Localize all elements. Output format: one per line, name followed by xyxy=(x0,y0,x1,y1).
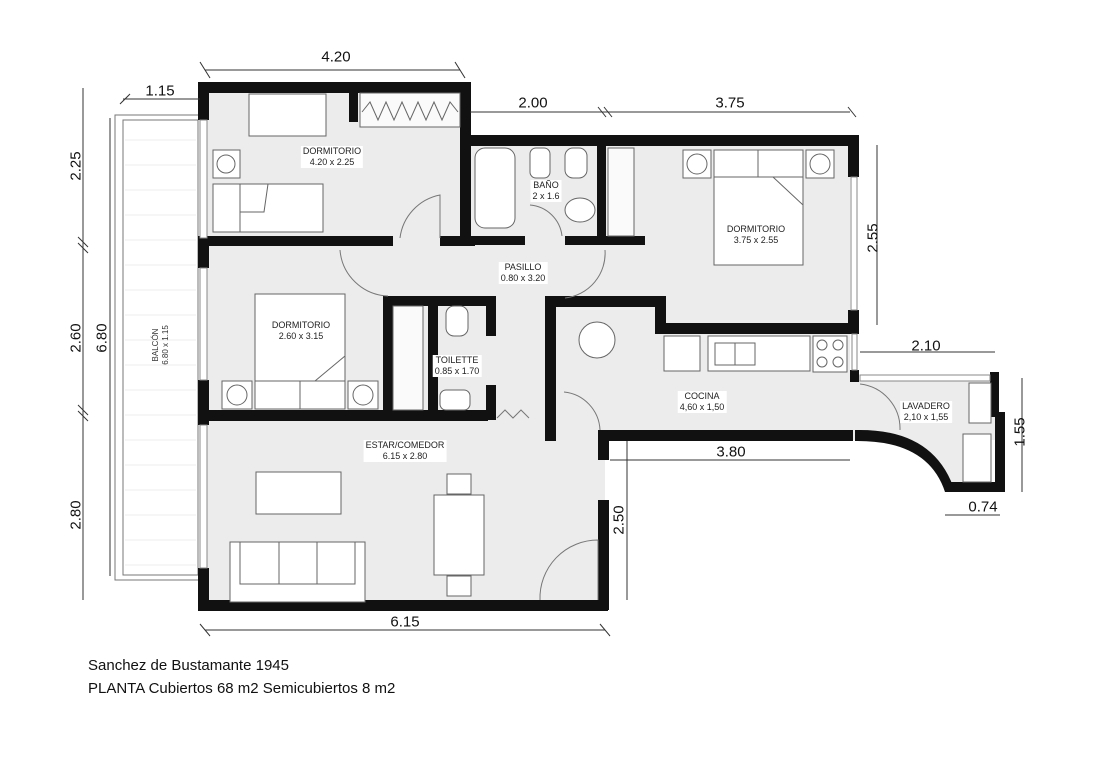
room-label-dormitorio-2: DORMITORIO 3.75 x 2.55 xyxy=(724,224,788,246)
dimension-lavadero-height: 1.55 xyxy=(1011,417,1029,447)
dimension-entry-250: 2.50 xyxy=(610,505,628,535)
room-label-pasillo: PASILLO 0.80 x 3.20 xyxy=(498,262,548,284)
dimension-left-680: 6.80 xyxy=(93,323,111,353)
room-label-balcon: BALCÓN 6.80 x 1.15 xyxy=(151,325,170,365)
room-label-dormitorio-3: DORMITORIO 2.60 x 3.15 xyxy=(269,320,333,342)
dimension-bottom-074: 0.74 xyxy=(968,498,998,516)
dimension-balcony-width: 1.15 xyxy=(145,82,175,100)
caption-areas: PLANTA Cubiertos 68 m2 Semicubiertos 8 m… xyxy=(88,680,396,697)
windows xyxy=(199,119,991,569)
door-swings xyxy=(339,194,901,601)
dimension-left-225: 2.25 xyxy=(67,151,85,181)
room-label-cocina: COCINA 4,60 x 1,50 xyxy=(677,391,727,413)
dimension-top-375: 3.75 xyxy=(715,94,745,112)
dimension-right-255: 2.55 xyxy=(864,223,882,253)
room-label-dormitorio-1: DORMITORIO 4.20 x 2.25 xyxy=(300,146,364,168)
balcony xyxy=(114,114,201,581)
furniture xyxy=(212,92,992,603)
room-label-estar-comedor: ESTAR/COMEDOR 6.15 x 2.80 xyxy=(363,440,447,462)
dimension-top-420: 4.20 xyxy=(321,48,351,66)
dimension-cocina-380: 3.80 xyxy=(716,443,746,461)
dimension-lavadero-width: 2.10 xyxy=(911,337,941,355)
dimension-top-200: 2.00 xyxy=(518,94,548,112)
dimension-left-280: 2.80 xyxy=(67,500,85,530)
dimension-lines xyxy=(77,61,1023,637)
room-label-lavadero: LAVADERO 2,10 x 1,55 xyxy=(900,401,952,423)
caption-address: Sanchez de Bustamante 1945 xyxy=(88,657,289,674)
room-label-bano: BAÑO 2 x 1.6 xyxy=(530,180,562,202)
dimension-bottom-615: 6.15 xyxy=(390,613,420,631)
room-label-toilette: TOILETTE 0.85 x 1.70 xyxy=(432,355,482,377)
dimension-left-260: 2.60 xyxy=(67,323,85,353)
